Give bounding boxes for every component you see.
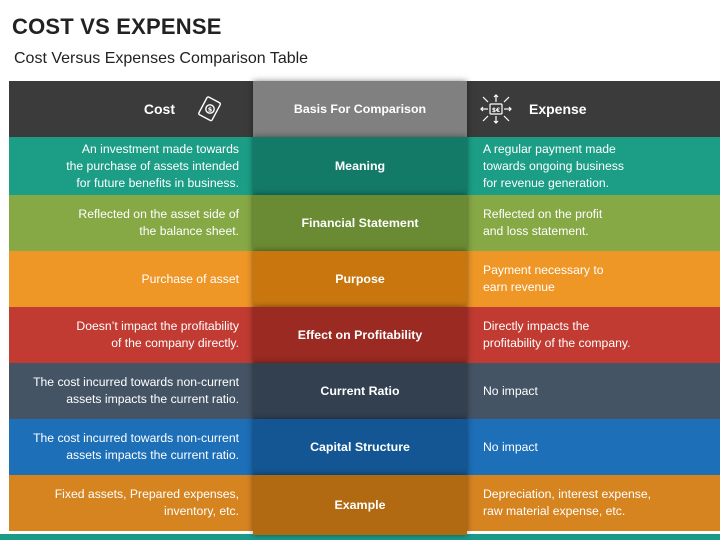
expense-text-line: Directly impacts the bbox=[483, 319, 590, 333]
cost-text-line: Doesn’t impact the profitability bbox=[76, 319, 239, 333]
expense-cell: Reflected on the profit and loss statemen… bbox=[467, 195, 720, 251]
cost-text: Purchase of asset bbox=[141, 271, 239, 288]
basis-cell: Effect on Profitability bbox=[253, 307, 467, 363]
header-expense-label: Expense bbox=[529, 101, 587, 117]
cost-text-line: for future benefits in business. bbox=[76, 175, 239, 190]
basis-label: Purpose bbox=[335, 272, 385, 286]
cost-cell: Purchase of asset bbox=[9, 251, 253, 307]
basis-label: Effect on Profitability bbox=[297, 328, 423, 342]
table-row: The cost incurred towards non-current ass… bbox=[9, 363, 720, 419]
expense-text-line: profitability of the company. bbox=[483, 336, 631, 350]
header-cost-cell: Cost $ bbox=[9, 81, 253, 137]
cost-text: An investment made towards the purchase o… bbox=[66, 141, 239, 192]
expense-cell: Payment necessary to earn revenue bbox=[467, 251, 720, 307]
cost-text: Doesn’t impact the profitability of the c… bbox=[76, 318, 239, 352]
cost-text-line: the balance sheet. bbox=[139, 224, 239, 238]
expense-text-line: Payment necessary to bbox=[483, 263, 604, 277]
cost-text-line: the purchase of assets intended bbox=[66, 158, 239, 173]
basis-label: Capital Structure bbox=[310, 440, 410, 454]
expense-cell: Depreciation, interest expense, raw mater… bbox=[467, 475, 720, 531]
header-basis-cell: Basis For Comparison bbox=[253, 81, 467, 137]
basis-cell: Current Ratio bbox=[253, 363, 467, 419]
expense-arrows-icon: $€ bbox=[479, 92, 513, 126]
expense-text-line: raw material expense, etc. bbox=[483, 504, 626, 518]
cost-text-line: Purchase of asset bbox=[141, 271, 239, 286]
cost-text-line: An investment made towards bbox=[81, 141, 239, 156]
svg-text:$: $ bbox=[208, 106, 213, 114]
cost-text: The cost incurred towards non-current ass… bbox=[33, 374, 239, 408]
basis-cell: Example bbox=[253, 475, 467, 535]
expense-text-line: for revenue generation. bbox=[483, 175, 610, 190]
expense-text: Payment necessary to earn revenue bbox=[483, 262, 604, 296]
cost-cell: The cost incurred towards non-current ass… bbox=[9, 419, 253, 475]
cost-cell: Reflected on the asset side of the balanc… bbox=[9, 195, 253, 251]
cost-text-line: assets impacts the current ratio. bbox=[66, 448, 239, 462]
cost-text: The cost incurred towards non-current ass… bbox=[33, 430, 239, 464]
expense-text-line: Depreciation, interest expense, bbox=[483, 487, 652, 501]
footer-accent-bar bbox=[0, 534, 720, 540]
expense-cell: No impact bbox=[467, 363, 720, 419]
basis-cell: Purpose bbox=[253, 251, 467, 307]
cost-text-line: inventory, etc. bbox=[164, 504, 239, 518]
cost-cell: The cost incurred towards non-current ass… bbox=[9, 363, 253, 419]
basis-label: Meaning bbox=[334, 159, 386, 173]
header-basis-label: Basis For Comparison bbox=[293, 102, 427, 116]
expense-text-line: and loss statement. bbox=[483, 224, 589, 238]
svg-text:$€: $€ bbox=[492, 107, 500, 114]
expense-text-line: earn revenue bbox=[483, 280, 555, 294]
table-row: Doesn’t impact the profitability of the c… bbox=[9, 307, 720, 363]
table-row: An investment made towards the purchase o… bbox=[9, 137, 720, 195]
expense-cell: A regular payment made towards ongoing bu… bbox=[467, 137, 720, 195]
expense-text-line: towards ongoing business bbox=[483, 158, 624, 173]
basis-cell: Capital Structure bbox=[253, 419, 467, 475]
cost-text-line: Fixed assets, Prepared expenses, bbox=[54, 487, 239, 501]
expense-cell: Directly impacts the profitability of the… bbox=[467, 307, 720, 363]
cost-cell: Fixed assets, Prepared expenses, inventor… bbox=[9, 475, 253, 531]
table-row: The cost incurred towards non-current ass… bbox=[9, 419, 720, 475]
basis-label: Example bbox=[334, 498, 386, 512]
expense-text-line: No impact bbox=[483, 383, 538, 398]
cost-text-line: assets impacts the current ratio. bbox=[66, 392, 239, 406]
expense-text-line: A regular payment made bbox=[483, 141, 616, 156]
basis-label: Current Ratio bbox=[320, 384, 400, 398]
expense-text-line: No impact bbox=[483, 439, 538, 454]
cost-cell: An investment made towards the purchase o… bbox=[9, 137, 253, 195]
money-cost-icon: $ bbox=[197, 96, 223, 122]
table-row: Purchase of asset Payment necessary to ear… bbox=[9, 251, 720, 307]
expense-cell: No impact bbox=[467, 419, 720, 475]
expense-text: A regular payment made towards ongoing bu… bbox=[483, 141, 624, 192]
table-row: Reflected on the asset side of the balanc… bbox=[9, 195, 720, 251]
page-title: COST VS EXPENSE bbox=[12, 14, 222, 39]
cost-text-line: of the company directly. bbox=[111, 336, 239, 350]
header-expense-cell: $€ Expense bbox=[467, 81, 720, 137]
page-subtitle: Cost Versus Expenses Comparison Table bbox=[14, 50, 309, 67]
cost-cell: Doesn’t impact the profitability of the c… bbox=[9, 307, 253, 363]
expense-text: Directly impacts the profitability of the… bbox=[483, 318, 630, 352]
cost-text-line: Reflected on the asset side of bbox=[78, 207, 239, 221]
cost-text-line: The cost incurred towards non-current bbox=[33, 431, 239, 445]
expense-text-line: Reflected on the profit bbox=[483, 207, 603, 221]
table-header-row: Cost $ Basis For Comparison bbox=[9, 81, 720, 137]
expense-text: No impact bbox=[483, 439, 538, 456]
table-row: Fixed assets, Prepared expenses, inventor… bbox=[9, 475, 720, 531]
basis-cell: Financial Statement bbox=[253, 195, 467, 251]
header-cost-label: Cost bbox=[143, 101, 175, 117]
expense-text: No impact bbox=[483, 383, 538, 400]
cost-text: Reflected on the asset side of the balanc… bbox=[78, 206, 239, 240]
expense-text: Reflected on the profit and loss statemen… bbox=[483, 206, 602, 240]
comparison-table: Cost $ Basis For Comparison bbox=[9, 81, 720, 535]
basis-label: Financial Statement bbox=[301, 216, 419, 230]
basis-cell: Meaning bbox=[253, 137, 467, 195]
cost-text-line: The cost incurred towards non-current bbox=[33, 375, 239, 389]
expense-text: Depreciation, interest expense, raw mater… bbox=[483, 486, 651, 520]
cost-text: Fixed assets, Prepared expenses, inventor… bbox=[55, 486, 239, 520]
